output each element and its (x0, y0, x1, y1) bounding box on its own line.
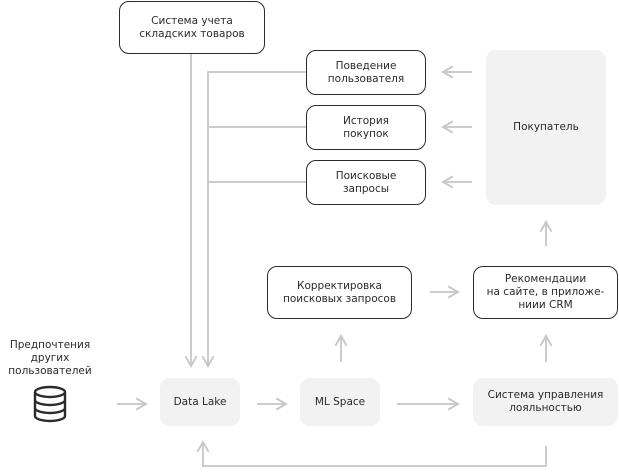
node-history-label: История покупок (343, 114, 389, 140)
node-recommendations: Рекомендации на сайте, в приложе- ниии C… (473, 266, 618, 319)
connector-sources-datalake (201, 71, 306, 368)
database-icon (33, 385, 67, 423)
node-mlspace-label: ML Space (314, 395, 366, 408)
node-recommendations-label: Рекомендации на сайте, в приложе- ниии C… (486, 273, 605, 311)
node-loyalty: Система управления лояльностью (473, 378, 618, 426)
node-mlspace: ML Space (300, 378, 380, 426)
node-search: Поисковые запросы (306, 160, 426, 205)
node-preferences-label: Предпочтения других пользователей (8, 339, 92, 377)
node-history: История покупок (306, 105, 426, 150)
node-search-label: Поисковые запросы (335, 169, 397, 195)
node-correction: Корректировка поисковых запросов (267, 266, 412, 319)
node-datalake-label: Data Lake (173, 395, 227, 408)
node-customer: Покупатель (486, 50, 606, 205)
node-customer-label: Покупатель (513, 121, 579, 133)
node-behavior: Поведение пользователя (306, 50, 426, 95)
node-warehouse-label: Система учета складских товаров (139, 14, 245, 40)
node-warehouse: Система учета складских товаров (119, 1, 265, 54)
node-datalake: Data Lake (160, 378, 240, 426)
node-loyalty-label: Система управления лояльностью (487, 389, 604, 414)
node-behavior-label: Поведение пользователя (327, 59, 405, 85)
node-correction-label: Корректировка поисковых запросов (282, 279, 397, 305)
connector-loyalty-datalake (196, 440, 547, 467)
